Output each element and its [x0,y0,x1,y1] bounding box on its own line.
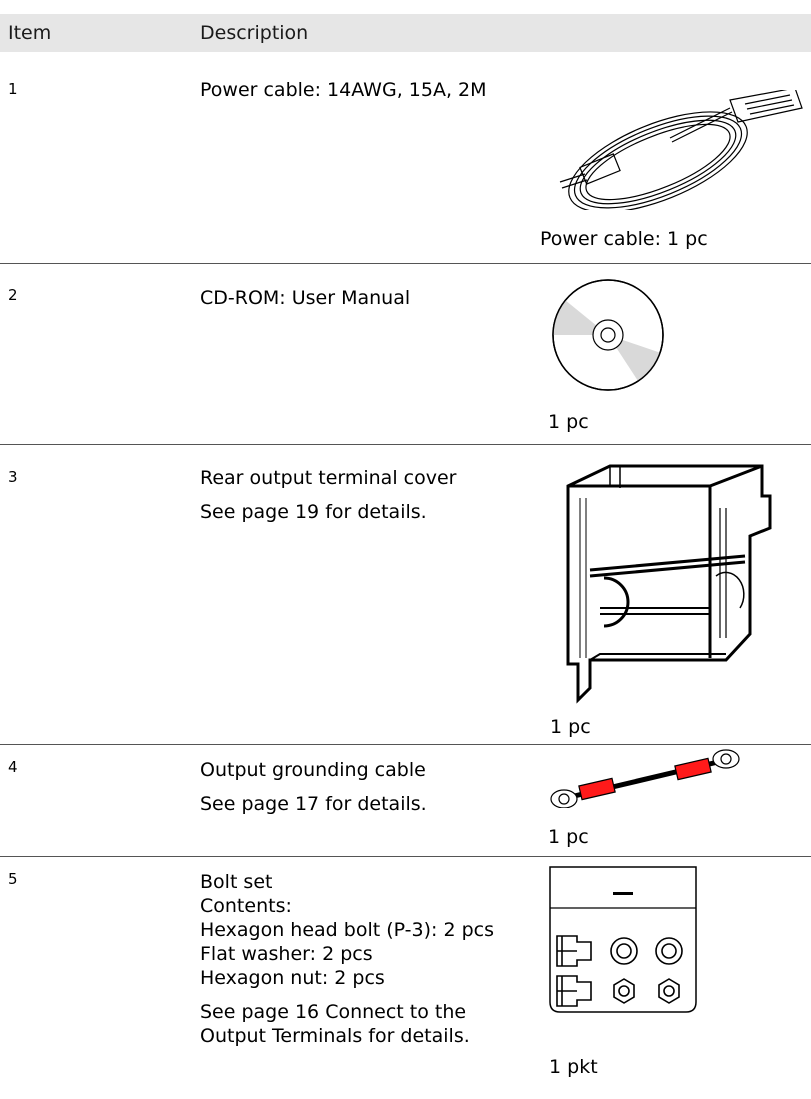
item-quantity: 1 pc [548,826,589,848]
description-line: Bolt set [200,871,273,893]
description-line: Power cable: 14AWG, 15A, 2M [200,79,487,101]
item-number: 2 [8,286,18,304]
terminal-cover-icon [566,464,772,704]
header-description: Description [200,22,309,44]
row-divider [0,263,811,264]
item-quantity: 1 pc [548,411,589,433]
bolt-set-packet-icon [549,866,697,1013]
description-line: See page 16 Connect to the [200,1001,467,1023]
description-line: Hexagon head bolt (P-3): 2 pcs [200,919,495,941]
item-number: 1 [8,80,18,98]
item-quantity: Power cable: 1 pc [540,228,708,250]
description-line: Hexagon nut: 2 pcs [200,967,385,989]
item-description: Power cable: 14AWG, 15A, 2M [200,78,487,102]
item-description: Output grounding cable See page 17 for d… [200,758,427,816]
description-line: Flat washer: 2 pcs [200,943,373,965]
grounding-cable-icon [550,749,740,808]
description-line: Output grounding cable [200,759,426,781]
table-header: Item Description [0,14,811,52]
power-cable-icon [559,90,803,210]
header-item: Item [8,22,52,44]
item-quantity: 1 pc [550,716,591,738]
row-divider [0,744,811,745]
description-line: Contents: [200,895,292,917]
description-line: Rear output terminal cover [200,467,457,489]
item-quantity: 1 pkt [549,1056,598,1078]
description-line: See page 17 for details. [200,793,427,815]
item-number: 5 [8,870,18,888]
description-line: See page 19 for details. [200,501,427,523]
row-divider [0,444,811,445]
description-line: Output Terminals for details. [200,1025,470,1047]
item-description: Bolt set Contents: Hexagon head bolt (P-… [200,870,494,1048]
row-divider [0,856,811,857]
description-line: CD-ROM: User Manual [200,287,411,309]
item-description: CD-ROM: User Manual [200,286,410,310]
item-description: Rear output terminal cover See page 19 f… [200,466,456,524]
item-number: 4 [8,758,18,776]
cd-rom-icon [552,279,664,391]
item-number: 3 [8,468,18,486]
